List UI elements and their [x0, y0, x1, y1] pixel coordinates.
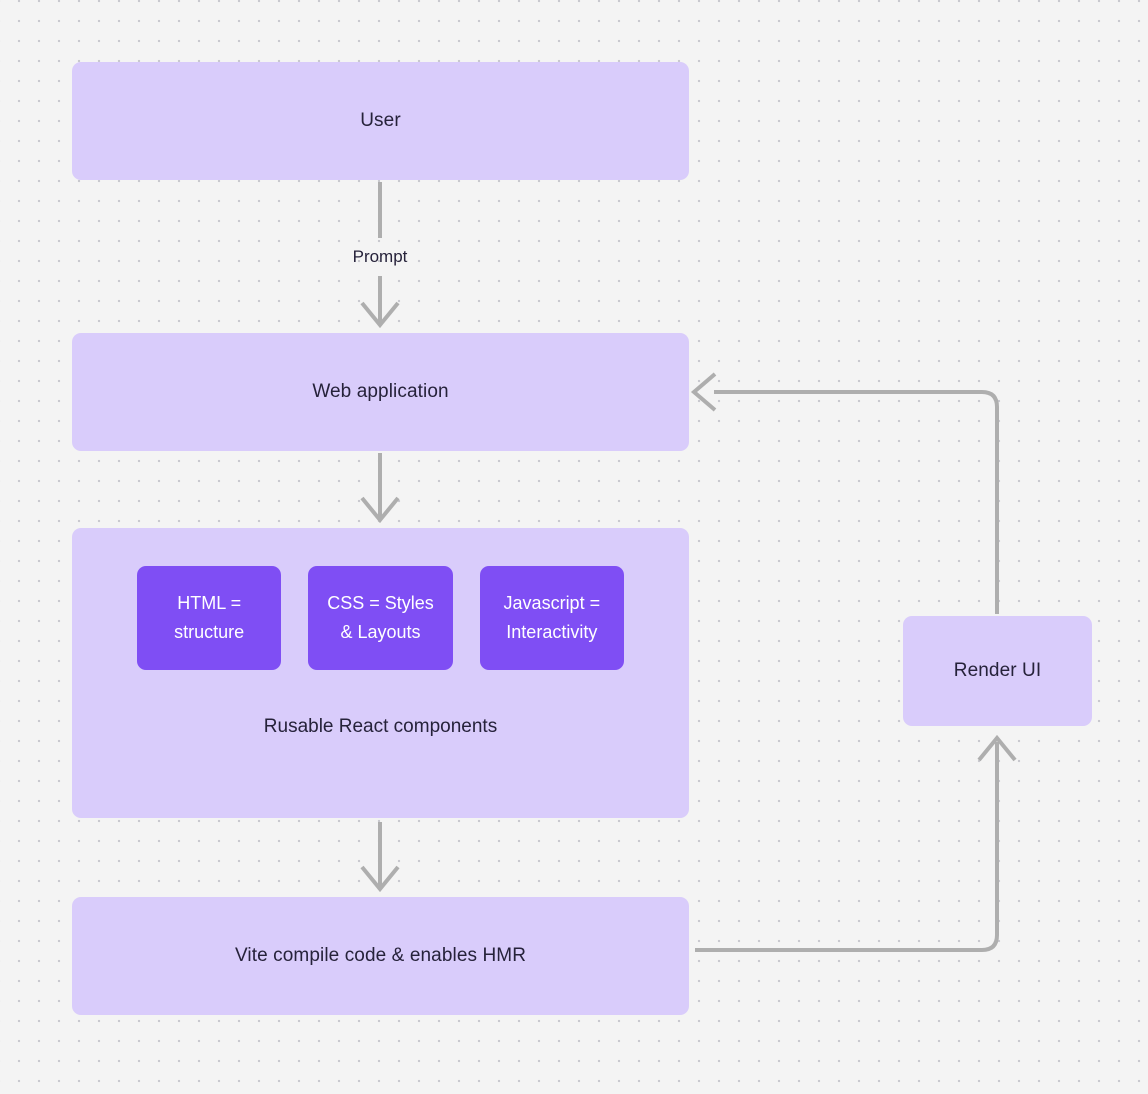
chip-javascript[interactable]: Javascript =Interactivity — [479, 566, 624, 670]
chip-row: HTML =structure CSS = Styles& Layouts Ja… — [137, 566, 624, 670]
edge-components-to-vite — [360, 822, 400, 893]
node-user-label: User — [360, 110, 401, 132]
edge-webapp-to-components — [360, 453, 400, 524]
edge-vite-to-render — [695, 734, 1017, 952]
chip-css[interactable]: CSS = Styles& Layouts — [308, 566, 453, 670]
node-react-components[interactable]: HTML =structure CSS = Styles& Layouts Ja… — [72, 528, 689, 818]
node-vite-label: Vite compile code & enables HMR — [234, 945, 527, 967]
edge-segment — [695, 742, 999, 952]
edge-label-prompt: Prompt — [352, 247, 408, 266]
edge-segment — [714, 390, 999, 614]
node-react-components-caption: Rusable React components — [263, 716, 498, 737]
arrowhead-up — [977, 734, 1017, 762]
node-render-ui[interactable]: Render UI — [903, 616, 1092, 726]
arrowhead-left — [690, 372, 717, 412]
chip-javascript-label: Javascript =Interactivity — [503, 593, 601, 642]
arrowhead-down — [360, 865, 400, 893]
node-web-application-label: Web application — [312, 381, 449, 403]
node-vite[interactable]: Vite compile code & enables HMR — [72, 897, 689, 1015]
edge-render-to-webapp — [690, 372, 999, 614]
chip-css-label: CSS = Styles& Layouts — [327, 593, 434, 642]
node-user[interactable]: User — [72, 62, 689, 180]
arrowhead-down — [360, 496, 400, 524]
chip-html-label: HTML =structure — [174, 593, 245, 642]
node-render-ui-label: Render UI — [953, 660, 1042, 682]
chip-html[interactable]: HTML =structure — [137, 566, 282, 670]
node-web-application[interactable]: Web application — [72, 333, 689, 451]
arrowhead-down — [360, 301, 400, 329]
